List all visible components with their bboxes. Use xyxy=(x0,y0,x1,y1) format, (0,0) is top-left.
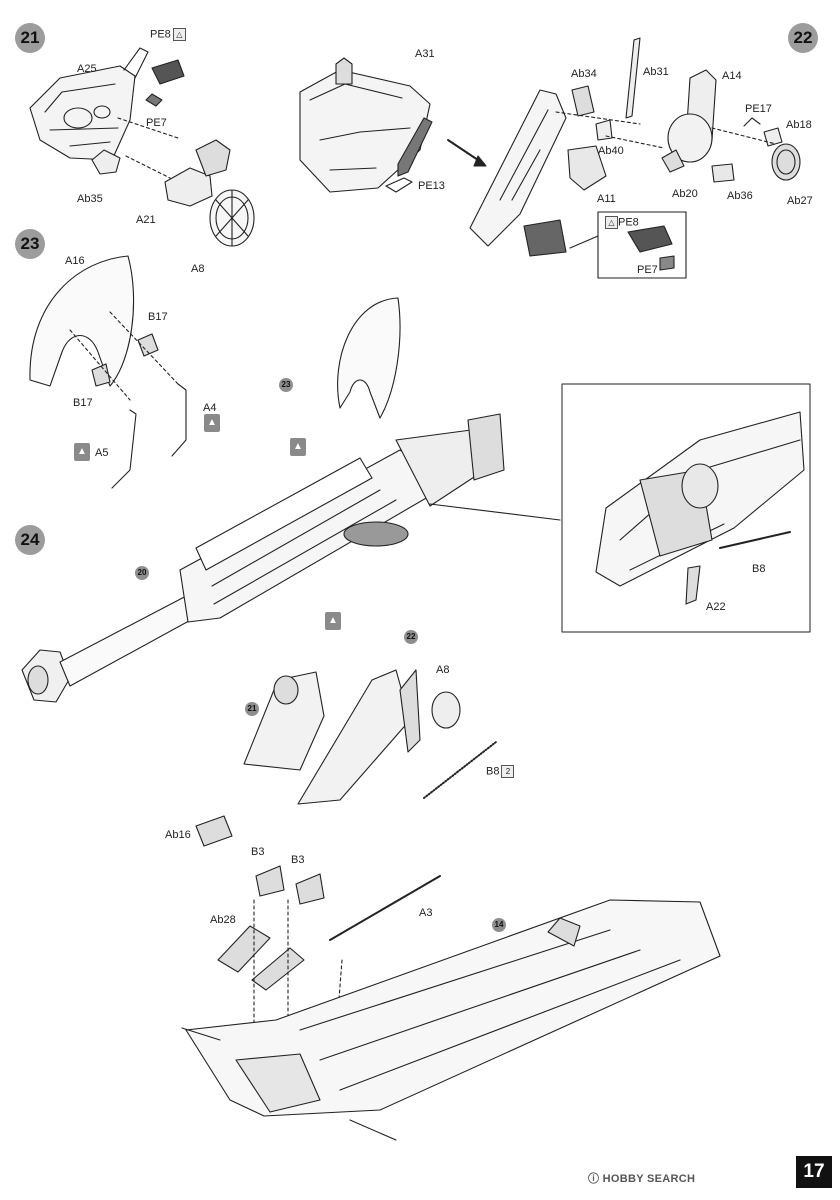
part-label: Ab16 xyxy=(165,829,191,841)
page-number: 17 xyxy=(796,1156,832,1188)
part-label: A25 xyxy=(77,63,97,75)
part-label: Ab27 xyxy=(787,195,813,207)
step-21-badge: 21 xyxy=(15,23,45,53)
part-label: PE7 xyxy=(637,264,658,276)
part-label: A8 xyxy=(191,263,205,275)
part-label: PE8△ xyxy=(150,28,186,41)
part-label: A4 xyxy=(203,402,217,414)
ref-22: 22 xyxy=(404,630,418,644)
part-label: A3 xyxy=(419,907,433,919)
glue-warning-icon: ▲ xyxy=(325,612,341,630)
ref-23: 23 xyxy=(279,378,293,392)
part-label: PE13 xyxy=(418,180,445,192)
part-label: PE7 xyxy=(146,117,167,129)
part-label: A21 xyxy=(136,214,156,226)
part-label: A31 xyxy=(415,48,435,60)
glue-warning-icon: ▲ xyxy=(74,443,90,461)
watermark: ⓘ HOBBY SEARCH xyxy=(588,1173,696,1185)
part-label: A5 xyxy=(95,447,109,459)
part-label: B8 xyxy=(752,563,766,575)
part-label: Ab36 xyxy=(727,190,753,202)
part-label: B3 xyxy=(291,854,305,866)
ref-14: 14 xyxy=(492,918,506,932)
part-label: Ab31 xyxy=(643,66,669,78)
part-label: A8 xyxy=(436,664,450,676)
step21-assembly xyxy=(29,47,255,247)
carriage-trail xyxy=(181,899,721,1141)
part-label: A14 xyxy=(722,70,742,82)
part-label: A22 xyxy=(706,601,726,613)
quantity-badge: 2 xyxy=(501,765,515,778)
part-label: A11 xyxy=(597,193,616,205)
part-label: Ab35 xyxy=(77,193,103,205)
step24-subassemblies xyxy=(195,669,497,1091)
part-label: B17 xyxy=(148,311,168,323)
step-23-badge: 23 xyxy=(15,229,45,259)
ref-21: 21 xyxy=(245,702,259,716)
part-label: Ab40 xyxy=(598,145,624,157)
part-label: PE17 xyxy=(745,103,772,115)
step22-frame xyxy=(299,57,433,193)
part-label: Ab28 xyxy=(210,914,236,926)
step23-shield xyxy=(29,255,187,489)
step-24-badge: 24 xyxy=(15,525,45,555)
glue-warning-icon: ▲ xyxy=(290,438,306,456)
step-22-badge: 22 xyxy=(788,23,818,53)
part-label: A16 xyxy=(65,255,85,267)
part-label: △PE8 xyxy=(603,216,639,229)
part-label: Ab18 xyxy=(786,119,812,131)
part-label: Ab20 xyxy=(672,188,698,200)
part-label: B17 xyxy=(73,397,93,409)
part-label: B3 xyxy=(251,846,265,858)
photo-etch-icon: △ xyxy=(172,28,186,41)
step24-barrel xyxy=(21,297,561,703)
ref-20: 20 xyxy=(135,566,149,580)
part-label: Ab34 xyxy=(571,68,597,80)
detail-inset xyxy=(561,383,811,633)
photo-etch-icon: △ xyxy=(605,216,618,229)
step22-exploded xyxy=(469,37,801,279)
glue-warning-icon: ▲ xyxy=(204,414,220,432)
